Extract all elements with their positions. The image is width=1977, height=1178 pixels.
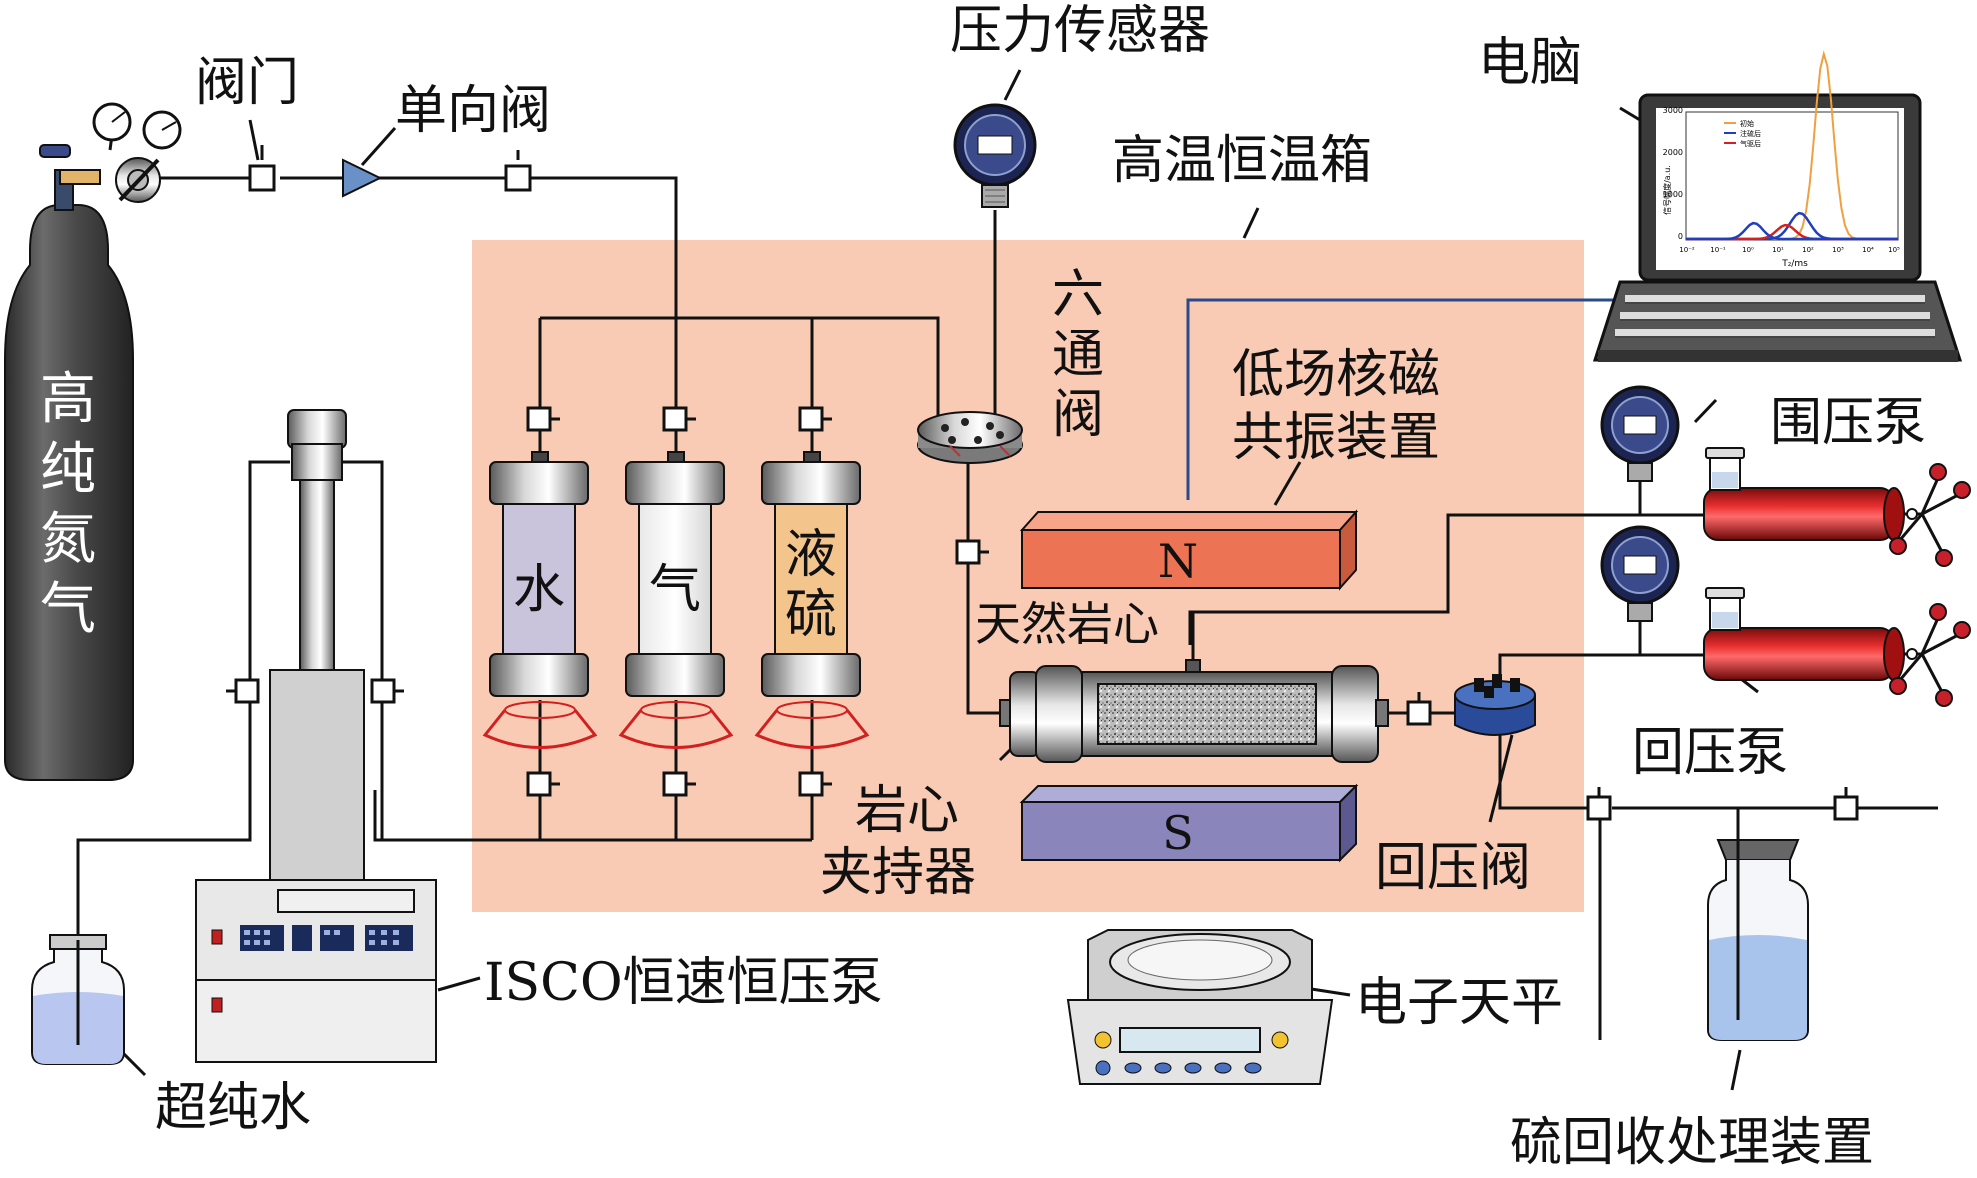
nitrogen-cylinder <box>4 102 182 781</box>
pressure-sensor-label: 压力传感器 <box>950 1 1210 61</box>
valve-icon[interactable] <box>1586 787 1612 821</box>
check-valve-icon[interactable] <box>342 158 383 198</box>
screen-legend: 气驱后 <box>1740 139 1761 148</box>
six-way-label-1: 六 <box>1052 265 1104 325</box>
water-cylinder-label: 水 <box>513 560 565 620</box>
back-pressure-pump[interactable] <box>1703 587 1971 707</box>
sulfur-cylinder-label-1: 液 <box>785 525 837 585</box>
screen-curve <box>1686 221 1898 241</box>
liquid-sulfur-cylinder <box>754 451 870 749</box>
piping <box>76 176 1938 1040</box>
nitrogen-label-2: 纯 <box>40 437 96 502</box>
natural-core-label: 天然岩心 <box>975 597 1159 651</box>
confining-pump[interactable] <box>1703 447 1971 567</box>
pressure-gauge-icon <box>1600 385 1680 482</box>
six-way-label-2: 通 <box>1052 325 1104 385</box>
screen-chart <box>1685 50 1899 241</box>
valve-icon[interactable] <box>798 406 832 432</box>
confining-pump-label: 围压泵 <box>1770 393 1926 453</box>
valve-icon[interactable] <box>798 771 832 797</box>
back-pressure-valve-icon[interactable] <box>1454 674 1536 736</box>
check-valve-label: 单向阀 <box>395 81 551 141</box>
valve-icon[interactable] <box>370 678 404 704</box>
valve-icon[interactable] <box>504 150 532 192</box>
gas-cylinder-label: 气 <box>649 560 701 620</box>
sulfur-recovery-bottle <box>1707 808 1809 1041</box>
magnet-s-label: S <box>1162 806 1194 860</box>
screen-legend: 注硫后 <box>1740 129 1761 138</box>
screen-xtick: 10⁵ <box>1888 246 1900 254</box>
valve-icon[interactable] <box>526 406 560 432</box>
nmr-label-2: 共振装置 <box>1232 408 1440 468</box>
magnet-n-label: N <box>1158 534 1198 588</box>
screen-xtick: 10⁻¹ <box>1710 246 1726 254</box>
nitrogen-label-3: 氮 <box>40 507 96 572</box>
back-pressure-pump-label: 回压泵 <box>1632 723 1788 783</box>
core-holder-label-1: 岩心 <box>855 781 959 841</box>
valve-icon[interactable] <box>248 145 276 192</box>
screen-ytick: 3000 <box>1663 106 1683 115</box>
valve-icon[interactable] <box>526 771 560 797</box>
screen-ytick: 2000 <box>1663 148 1683 157</box>
pressure-sensor-icon <box>953 103 1037 208</box>
nitrogen-label-4: 气 <box>40 577 96 642</box>
valve-icon[interactable] <box>1406 692 1432 726</box>
screen-xtick: 10⁻² <box>1679 246 1695 254</box>
screen-xtick: 10⁰ <box>1742 246 1754 254</box>
water-cylinder <box>482 451 598 749</box>
magnet-n <box>1019 509 1359 591</box>
valve-icon[interactable] <box>662 406 696 432</box>
valve-label: 阀门 <box>195 53 299 113</box>
ultrapure-water-bottle <box>31 934 125 1065</box>
gas-cylinder <box>618 451 734 749</box>
screen-ytick: 0 <box>1678 232 1683 241</box>
isco-pump[interactable] <box>195 409 437 1063</box>
screen-xtick: 10⁴ <box>1862 246 1874 254</box>
computer-label: 电脑 <box>1478 33 1582 93</box>
magnet-s <box>1019 783 1359 863</box>
six-way-valve-icon[interactable] <box>917 411 1023 464</box>
ultrapure-water-label: 超纯水 <box>155 1078 311 1138</box>
screen-legend: 初始 <box>1740 119 1754 128</box>
nitrogen-label-1: 高 <box>40 367 96 432</box>
six-way-label-3: 阀 <box>1052 385 1104 445</box>
balance-label: 电子天平 <box>1355 973 1563 1033</box>
isco-pump-label: ISCO恒速恒压泵 <box>484 953 883 1013</box>
core-holder-label-2: 夹持器 <box>820 843 976 903</box>
screen-xtick: 10³ <box>1832 246 1844 254</box>
valve-icon[interactable] <box>1833 787 1859 821</box>
sulfur-recovery-label: 硫回收处理装置 <box>1510 1113 1874 1173</box>
valve-icon[interactable] <box>662 771 696 797</box>
screen-xlabel: T₂/ms <box>1781 259 1808 269</box>
valve-icon[interactable] <box>226 678 260 704</box>
screen-xtick: 10¹ <box>1772 246 1784 254</box>
sulfur-cylinder-label-2: 硫 <box>785 585 837 645</box>
screen-ylabel: 信号幅度/a.u. <box>1662 165 1672 215</box>
oven-label: 高温恒温箱 <box>1112 131 1372 191</box>
back-pressure-valve-label: 回压阀 <box>1375 838 1531 898</box>
nmr-label-1: 低场核磁 <box>1232 345 1440 405</box>
screen-xtick: 10² <box>1802 246 1814 254</box>
screen-ytick: 1000 <box>1663 190 1683 199</box>
valve-icon[interactable] <box>955 539 989 565</box>
pressure-gauge-icon <box>1600 525 1680 622</box>
laptop-icon[interactable] <box>1592 93 1963 362</box>
electronic-balance[interactable] <box>1066 929 1334 1085</box>
core-holder <box>999 612 1389 763</box>
